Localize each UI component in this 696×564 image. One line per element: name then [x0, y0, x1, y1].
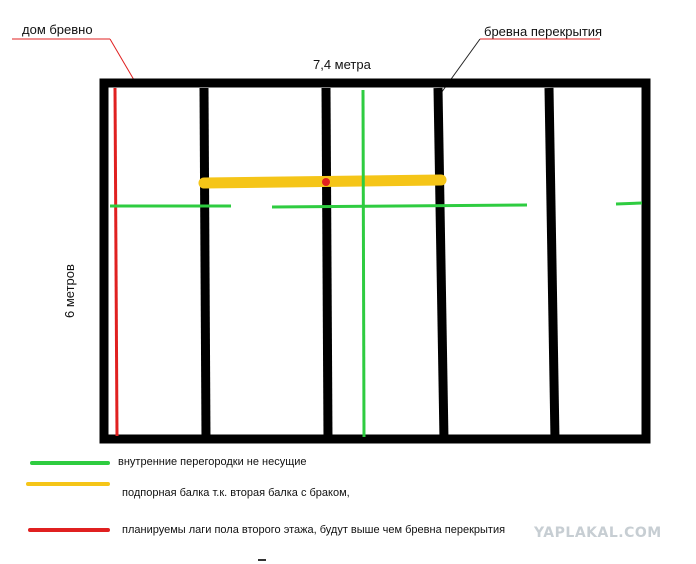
watermark-text: YAPLAKAL.COM [534, 525, 662, 541]
partition-line [615, 201, 643, 206]
support-beam-point [322, 178, 330, 186]
legend-text-support-beam: подпорная балка т.к. вторая балка с брак… [122, 487, 350, 499]
legend-text-planned-joists: планируемы лаги пола второго этажа, буду… [122, 524, 506, 536]
floor-log [321, 87, 333, 441]
width-dimension-label: 7,4 метра [313, 57, 371, 72]
floor-log [544, 87, 560, 441]
partition-line [361, 89, 366, 438]
height-dimension-label: 6 метров [62, 264, 77, 318]
legend-text-partitions: внутренние перегородки не несущие [118, 456, 307, 468]
house-log-pointer-diagonal [109, 38, 135, 81]
floor-log [199, 87, 211, 441]
house-outer-wall [99, 78, 651, 444]
floor-logs-pointer-diagonal [435, 38, 481, 101]
partition-line [271, 203, 528, 209]
house-log-label: дом бревно [22, 22, 93, 37]
floor-logs-label: бревна перекрытия [484, 24, 603, 39]
planned-joist-line [113, 87, 119, 437]
floor-log [433, 87, 449, 441]
